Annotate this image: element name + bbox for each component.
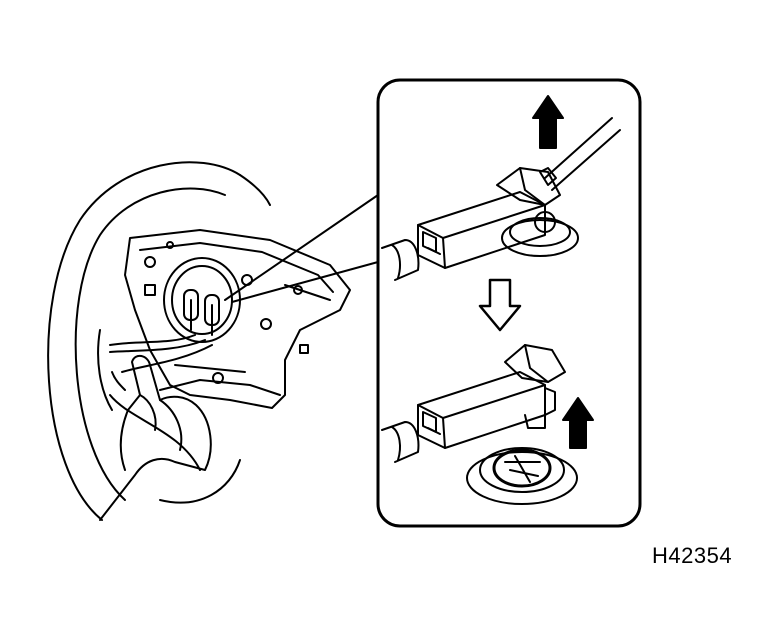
airbag-pad [124, 229, 351, 409]
arrow-up-icon [562, 397, 594, 449]
wire-harness [109, 334, 196, 346]
connector-lock [504, 344, 566, 383]
detail-callout-box [376, 78, 642, 528]
arrow-down-outline-icon [478, 278, 522, 332]
connector-body [417, 371, 546, 449]
detail-step-1 [381, 95, 621, 281]
leader-line-upper [224, 194, 379, 301]
inflator-ring [163, 257, 241, 343]
leader-line-lower [231, 261, 379, 303]
detail-step-2 [381, 344, 594, 505]
hand [99, 354, 212, 521]
socket [466, 451, 578, 505]
steering-wheel-rim [47, 161, 241, 521]
arrow-up-icon [532, 95, 564, 149]
steering-wheel-assembly [47, 161, 351, 521]
figure-reference-code: H42354 [652, 543, 733, 568]
connector-body [417, 191, 546, 269]
screwdriver [544, 117, 621, 191]
